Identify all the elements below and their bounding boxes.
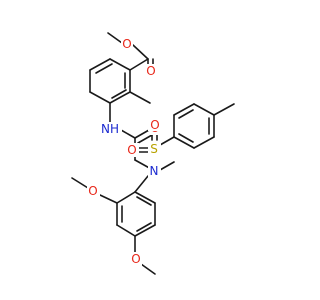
bond-carbonyl-C-ring — [129, 58, 149, 71]
structure-diagram: O O NH O N S O O O O — [71, 32, 235, 275]
atom-methoxy-oxygen-ortho: O — [88, 184, 97, 198]
bond-ringB-2 — [173, 103, 195, 116]
bond-N-S — [159, 161, 175, 171]
bond-O-methyl-meta — [140, 263, 156, 275]
bond-ringC-inner-2 — [136, 222, 152, 232]
bond-ringA-4 — [89, 91, 111, 104]
bond-ringA-inner-1 — [95, 63, 113, 74]
bond-N-ringC — [134, 175, 149, 193]
bond-ringB-3 — [193, 103, 215, 116]
bond-ringA-methyl — [129, 91, 151, 104]
bond-ringB-inner-1 — [178, 109, 194, 119]
bond-ester-O-carbonyl-C — [132, 44, 149, 60]
bond-ringA-5 — [109, 91, 131, 104]
bond-S-tolyl — [159, 136, 175, 146]
bond-ringB-methyl — [213, 103, 235, 116]
molecule-canvas: O O NH O N S O O O O — [71, 32, 235, 275]
atom-sulfonamide-nitrogen: N — [150, 164, 159, 178]
bond-ringB-5 — [193, 136, 215, 149]
atom-labels: O O NH O N S O O O O — [87, 37, 162, 266]
atom-sulfonyl-oxygen-left: O — [127, 143, 136, 157]
bond-ringC-3 — [116, 224, 136, 237]
bond-ringB-inner-3 — [178, 133, 194, 143]
atom-ester-carbonyl-oxygen: O — [146, 64, 155, 78]
bond-ringC-inner-3 — [136, 196, 152, 206]
bond-ringC-O-ortho — [99, 194, 118, 204]
bond-ringA-1 — [109, 58, 131, 71]
bond-NH-amide-C — [120, 129, 136, 139]
bond-amide-C=O-2 — [137, 134, 153, 144]
bond-ringC-6 — [134, 191, 156, 204]
atom-sulfonyl-sulfur: S — [150, 142, 158, 156]
bond-amide-C=O — [134, 129, 150, 139]
bond-ringC-1 — [116, 191, 136, 204]
bond-O-methyl-ortho — [71, 177, 89, 189]
atom-methoxy-oxygen-meta: O — [131, 252, 140, 266]
bond-ringA-2 — [89, 58, 111, 71]
atom-sulfonyl-oxygen-top: O — [150, 118, 159, 132]
atom-amide-nh: NH — [101, 122, 119, 136]
bond-ringA-inner-2 — [111, 89, 127, 99]
atom-ester-ether-oxygen: O — [122, 37, 131, 51]
bond-methyl-ester-O — [107, 32, 123, 44]
bond-ringB-6 — [173, 136, 195, 149]
bond-ringC-4 — [134, 224, 156, 237]
